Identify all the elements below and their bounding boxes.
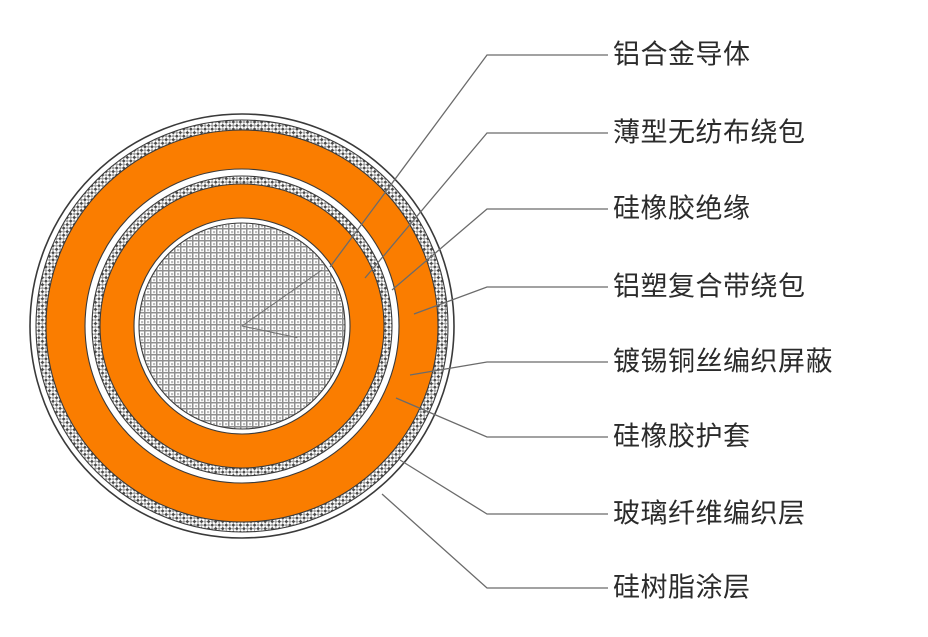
leader-line-silicone-rubber-insulation bbox=[391, 208, 608, 291]
conductor-strand-mark bbox=[241, 325, 298, 339]
leader-line-glass-fibre-braid-layer bbox=[399, 459, 608, 515]
conductor-core-marks bbox=[241, 269, 323, 339]
leader-line-silicone-resin-coating bbox=[381, 493, 608, 589]
leader-line-aluminium-alloy-conductor bbox=[329, 54, 608, 268]
leader-line-thin-nonwoven-tape-wrap bbox=[364, 132, 608, 279]
leader-line-silicone-rubber-sheath bbox=[395, 397, 608, 438]
leader-lines bbox=[329, 54, 608, 589]
leader-line-aluminium-plastic-composite-tape-wrap bbox=[413, 286, 608, 315]
conductor-strand-mark bbox=[241, 269, 323, 327]
leader-line-tinned-copper-wire-braid-shield bbox=[409, 361, 608, 376]
